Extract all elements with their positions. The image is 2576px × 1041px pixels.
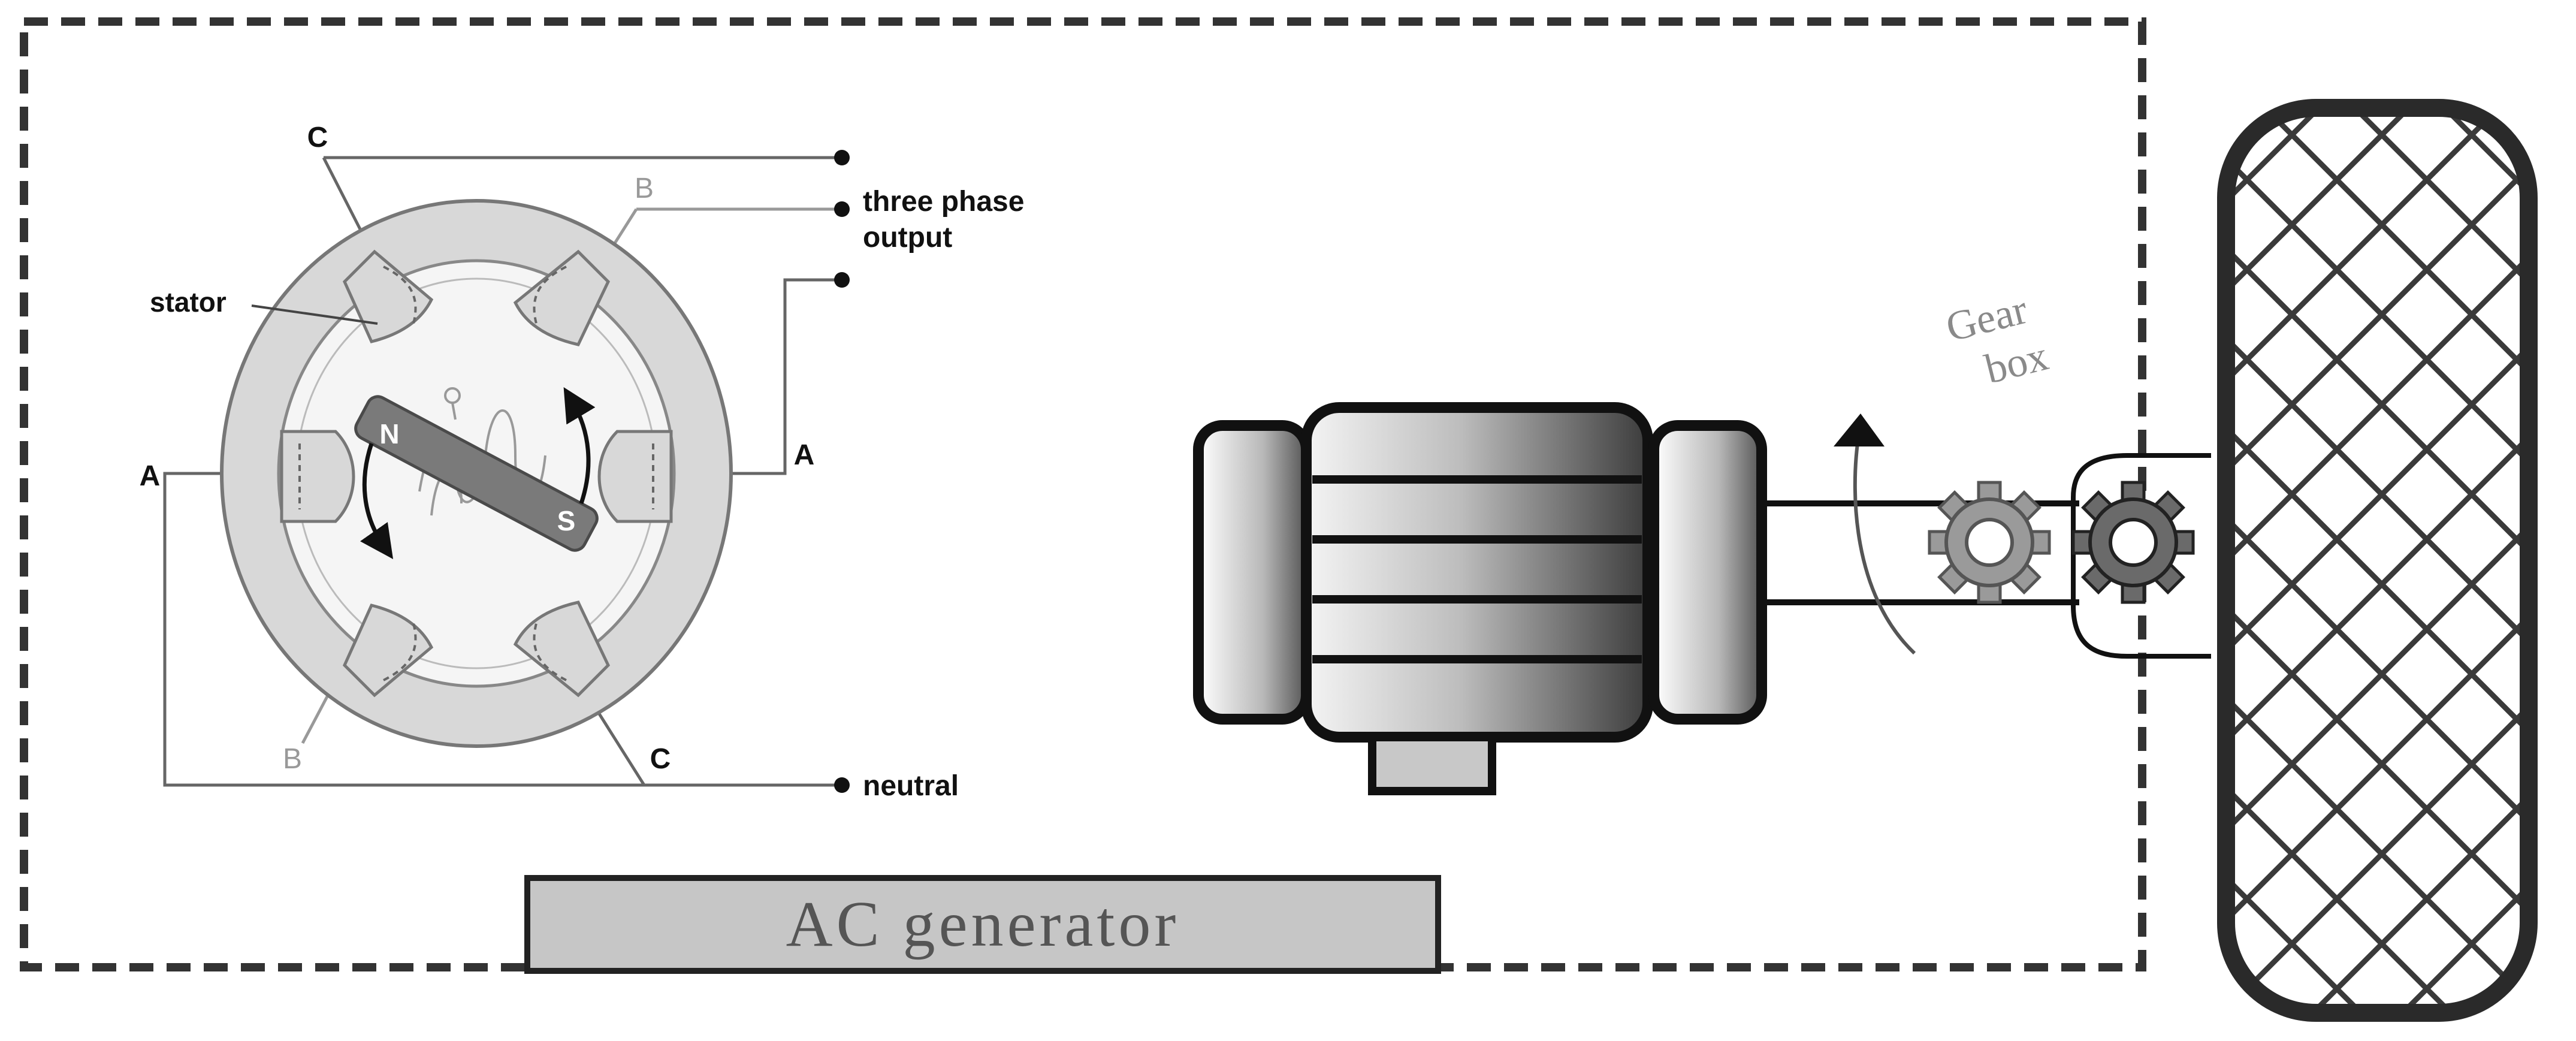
phase-label-c-bottom: C	[650, 743, 671, 775]
gear-left-icon	[1928, 481, 2051, 604]
rotation-arrow-right	[563, 387, 596, 505]
phase-label-a-left: A	[140, 460, 161, 492]
terminal-neutral-dot	[834, 777, 850, 793]
gearbox-label-line2: box	[1980, 333, 2053, 393]
stator-assembly: N S	[220, 199, 733, 748]
phase-label-c-top: C	[307, 122, 328, 153]
rotor-south-label: S	[557, 505, 576, 536]
gear-right-icon	[2071, 481, 2195, 604]
terminal-b-dot	[834, 201, 850, 217]
terminals	[834, 150, 850, 793]
rotor-north-label: N	[379, 418, 399, 449]
terminal-c-dot	[834, 150, 850, 165]
motor-end-cap-left	[1193, 420, 1312, 725]
wheel-tire	[2217, 99, 2538, 1022]
stator-pole-bottom-left	[343, 604, 434, 698]
generator-boundary-frame	[20, 17, 2146, 971]
phase-label-b-bottom: B	[283, 743, 302, 775]
rotation-arrow-left	[360, 442, 394, 559]
generator-motor	[1193, 402, 2079, 795]
stator-pole-left	[280, 430, 355, 523]
motor-end-cap-right	[1648, 420, 1767, 725]
terminal-a-dot	[834, 272, 850, 288]
caption-box	[524, 875, 1441, 974]
motor-cooling-fins	[1312, 475, 1642, 663]
stator-label: stator	[150, 286, 227, 318]
three-phase-label-line1: three phase	[863, 186, 1024, 218]
stator-pole-top-right	[513, 249, 611, 346]
generator-caption: AC generator	[786, 889, 1180, 960]
stator-pole-right	[597, 430, 673, 523]
motor-body	[1301, 402, 1653, 743]
motor-base	[1368, 733, 1496, 795]
neutral-label: neutral	[863, 770, 959, 802]
stator-leader-line	[251, 304, 378, 325]
stator-pole-top-left	[343, 249, 434, 343]
stator-pole-bottom-right	[513, 601, 611, 698]
shaft-rotation-arrow	[1853, 443, 1916, 655]
phase-label-a-right: A	[794, 439, 815, 471]
rotor-magnet	[354, 395, 599, 552]
three-phase-label-line2: output	[863, 222, 952, 254]
phase-label-b-top: B	[635, 173, 654, 204]
